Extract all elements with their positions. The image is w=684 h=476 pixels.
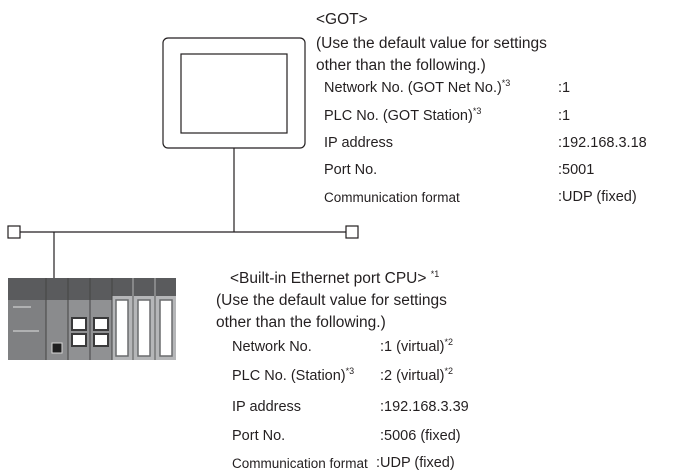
bus-terminator-right [345,225,359,239]
cpu-row-port-label: Port No. [232,428,286,444]
got-row-network-value: :1 [558,80,571,96]
got-row-network-label: Network No. (GOT Net No.)*3 [324,78,511,96]
cpu-row-ip-label: IP address [232,399,302,415]
plc-cpu-unit [8,278,176,360]
got-row-plc-value: :1 [558,108,571,124]
cpu-row-format-value: :UDP (fixed) [376,455,455,471]
got-row-ip-label: IP address [324,135,394,151]
cpu-row-plc-value: :2 (virtual)*2 [380,366,453,384]
cpu-row-port-value: :5006 (fixed) [380,428,461,444]
got-intro-line2: other than the following.) [316,57,486,74]
cpu-row-ip-value: :192.168.3.39 [380,399,469,415]
got-row-ip-value: :192.168.3.18 [558,135,647,151]
cpu-row-plc-label: PLC No. (Station)*3 [232,366,355,384]
cpu-row-format-label: Communication format [232,456,368,471]
got-row-format-label: Communication format [324,190,460,205]
got-row-format-value: :UDP (fixed) [558,189,637,205]
bus-terminator-left [7,225,21,239]
got-screen [180,53,288,134]
cpu-intro-line2: other than the following.) [216,314,386,331]
cpu-heading: <Built-in Ethernet port CPU> *1 [230,269,440,287]
got-row-port-value: :5001 [558,162,595,178]
cpu-row-network-label: Network No. [232,339,312,355]
got-device [162,37,306,149]
cpu-intro-line1: (Use the default value for settings [216,292,447,309]
got-intro-line1: (Use the default value for settings [316,35,547,52]
got-row-plc-label: PLC No. (GOT Station)*3 [324,106,482,124]
got-row-port-label: Port No. [324,162,378,178]
got-heading: <GOT> [316,11,368,28]
cpu-row-network-value: :1 (virtual)*2 [380,337,453,355]
